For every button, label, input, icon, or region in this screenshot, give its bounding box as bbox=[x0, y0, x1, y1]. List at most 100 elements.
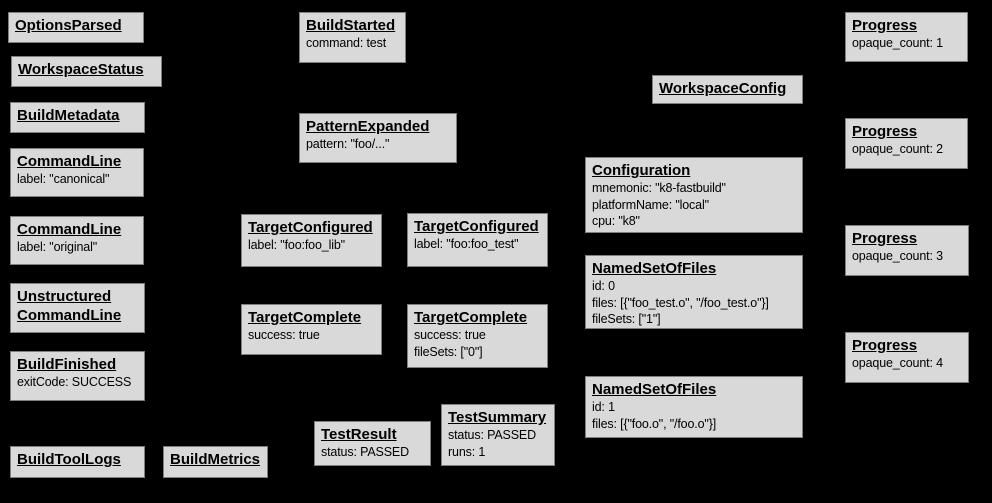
event-box-props: exitCode: SUCCESS bbox=[17, 374, 138, 391]
event-box-title-line: NamedSetOfFiles bbox=[592, 381, 717, 398]
event-box-prop: label: "foo:foo_lib" bbox=[248, 238, 345, 252]
event-box-props: label: "foo:foo_test" bbox=[414, 236, 541, 253]
event-box-title-line: CommandLine bbox=[17, 221, 122, 238]
event-box-title-line: TargetComplete bbox=[414, 309, 528, 326]
event-box-title-line: Configuration bbox=[592, 162, 691, 179]
event-box-target-complete-foo-test: TargetComplete success: true fileSets: ["… bbox=[407, 304, 548, 368]
event-box-title-line: CommandLine bbox=[17, 153, 122, 170]
event-box-workspace-status: WorkspaceStatus bbox=[11, 56, 162, 87]
event-box-title-line: BuildStarted bbox=[306, 17, 396, 34]
event-box-title-line: Progress bbox=[852, 123, 918, 140]
event-box-prop: platformName: "local" bbox=[592, 197, 709, 212]
event-box-title-line: OptionsParsed bbox=[15, 17, 122, 34]
event-box-configuration: Configuration mnemonic: "k8-fastbuild" pl… bbox=[585, 157, 803, 233]
event-box-title-line: TargetConfigured bbox=[248, 219, 373, 236]
event-box-prop: files: [{"foo_test.o", "/foo_test.o"}] bbox=[592, 295, 769, 310]
event-box-title: CommandLine bbox=[17, 152, 137, 171]
event-box-props: success: true bbox=[248, 327, 375, 344]
event-box-prop: opaque_count: 1 bbox=[852, 36, 943, 50]
event-box-command-line-original: CommandLine label: "original" bbox=[10, 216, 144, 265]
event-box-title-line: NamedSetOfFiles bbox=[592, 260, 717, 277]
event-box-title-line: BuildMetrics bbox=[170, 451, 261, 468]
event-box-title: NamedSetOfFiles bbox=[592, 259, 796, 278]
event-box-title: BuildToolLogs bbox=[17, 450, 138, 469]
event-box-prop: fileSets: ["0"] bbox=[414, 344, 483, 359]
event-box-named-set-of-files-1: NamedSetOfFiles id: 1 files: [{"foo.o", "… bbox=[585, 376, 803, 438]
event-box-prop: success: true bbox=[414, 328, 486, 342]
event-box-props: label: "foo:foo_lib" bbox=[248, 237, 375, 254]
event-box-command-line-canonical: CommandLine label: "canonical" bbox=[10, 148, 144, 197]
event-box-title-line: Progress bbox=[852, 337, 918, 354]
event-box-target-configured-foo-test: TargetConfigured label: "foo:foo_test" bbox=[407, 213, 548, 267]
event-box-prop: files: [{"foo.o", "/foo.o"}] bbox=[592, 416, 717, 431]
event-box-prop: id: 1 bbox=[592, 400, 615, 414]
event-box-title: Configuration bbox=[592, 161, 796, 180]
event-box-prop: label: "canonical" bbox=[17, 172, 110, 186]
event-box-title: TargetComplete bbox=[414, 308, 541, 327]
event-box-title: WorkspaceConfig bbox=[659, 79, 796, 98]
event-box-title: WorkspaceStatus bbox=[18, 60, 155, 79]
event-box-title-line: BuildFinished bbox=[17, 356, 117, 373]
event-box-props: id: 1 files: [{"foo.o", "/foo.o"}] bbox=[592, 399, 796, 432]
event-box-title-line: Progress bbox=[852, 230, 918, 247]
event-box-prop: cpu: "k8" bbox=[592, 214, 640, 228]
event-box-progress-3: Progress opaque_count: 3 bbox=[845, 225, 969, 276]
event-box-title: BuildFinished bbox=[17, 355, 138, 374]
event-box-prop: opaque_count: 4 bbox=[852, 356, 943, 370]
event-box-props: label: "canonical" bbox=[17, 171, 137, 188]
event-box-prop: runs: 1 bbox=[448, 444, 486, 459]
event-box-prop: mnemonic: "k8-fastbuild" bbox=[592, 181, 726, 195]
event-box-build-metrics: BuildMetrics bbox=[163, 446, 268, 478]
event-box-title-line: TestSummary bbox=[448, 409, 547, 426]
event-box-props: mnemonic: "k8-fastbuild" platformName: "l… bbox=[592, 180, 796, 230]
event-box-build-started: BuildStarted command: test bbox=[299, 12, 406, 63]
event-box-prop: opaque_count: 2 bbox=[852, 142, 943, 156]
event-box-title: Progress bbox=[852, 229, 962, 248]
event-box-build-finished: BuildFinished exitCode: SUCCESS bbox=[10, 351, 145, 401]
event-box-title-line: TestResult bbox=[321, 426, 397, 443]
event-box-title-line: WorkspaceConfig bbox=[659, 80, 787, 97]
event-box-prop: label: "original" bbox=[17, 240, 97, 254]
event-box-title-line: TargetConfigured bbox=[414, 218, 539, 235]
event-box-title-line: CommandLine bbox=[17, 307, 122, 324]
event-box-props: opaque_count: 4 bbox=[852, 355, 962, 372]
event-box-title-line: BuildMetadata bbox=[17, 107, 120, 124]
event-box-progress-4: Progress opaque_count: 4 bbox=[845, 332, 969, 383]
event-box-progress-2: Progress opaque_count: 2 bbox=[845, 118, 968, 169]
event-box-title: TargetComplete bbox=[248, 308, 375, 327]
event-box-build-tool-logs: BuildToolLogs bbox=[10, 446, 145, 478]
event-box-title: TargetConfigured bbox=[248, 218, 375, 237]
event-box-title: Progress bbox=[852, 336, 962, 355]
event-box-title: Progress bbox=[852, 16, 961, 35]
event-box-pattern-expanded: PatternExpanded pattern: "foo/..." bbox=[299, 113, 457, 163]
event-box-title-line: PatternExpanded bbox=[306, 118, 430, 135]
event-box-prop: opaque_count: 3 bbox=[852, 249, 943, 263]
event-box-options-parsed: OptionsParsed bbox=[8, 12, 144, 43]
event-box-props: command: test bbox=[306, 35, 399, 52]
event-box-prop: status: PASSED bbox=[321, 445, 409, 459]
event-box-prop: fileSets: ["1"] bbox=[592, 312, 661, 326]
event-box-title: TestResult bbox=[321, 425, 424, 444]
event-box-title: CommandLine bbox=[17, 220, 137, 239]
event-box-title-line: BuildToolLogs bbox=[17, 451, 121, 468]
event-box-title: BuildMetrics bbox=[170, 450, 261, 469]
event-box-title-line: TargetComplete bbox=[248, 309, 362, 326]
event-box-title: BuildStarted bbox=[306, 16, 399, 35]
event-box-prop: command: test bbox=[306, 36, 387, 50]
event-box-target-configured-foo-lib: TargetConfigured label: "foo:foo_lib" bbox=[241, 214, 382, 267]
event-box-prop: exitCode: SUCCESS bbox=[17, 375, 132, 389]
event-box-props: label: "original" bbox=[17, 239, 137, 256]
event-box-test-result: TestResult status: PASSED bbox=[314, 421, 431, 466]
event-box-props: opaque_count: 2 bbox=[852, 141, 961, 158]
event-box-title-line: Unstructured bbox=[17, 288, 112, 305]
event-box-props: opaque_count: 1 bbox=[852, 35, 961, 52]
event-box-props: status: PASSED bbox=[321, 444, 424, 461]
event-box-workspace-config: WorkspaceConfig bbox=[652, 75, 803, 104]
